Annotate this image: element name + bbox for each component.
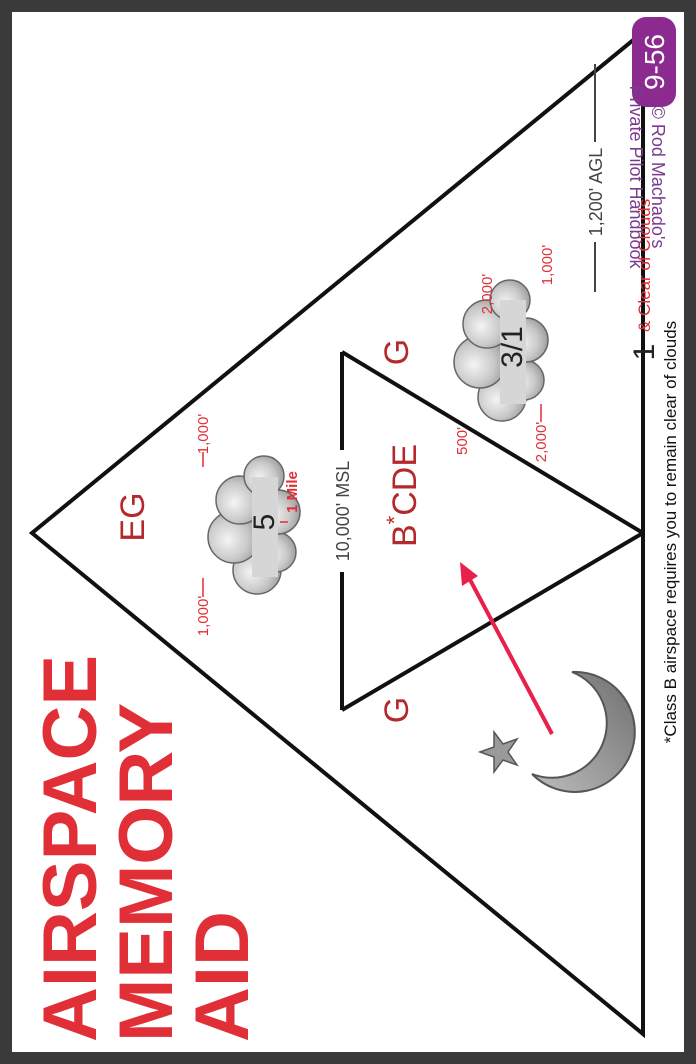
zone-label-bcde: B*CDE bbox=[382, 444, 424, 547]
arrow-icon bbox=[460, 562, 552, 734]
upper-cloud-visibility: 5 bbox=[248, 514, 281, 531]
title-line-airspace: AIRSPACE bbox=[28, 655, 113, 1042]
class-g-low-visibility: 1 bbox=[628, 344, 661, 361]
lower-cloud-vis-night: 3 bbox=[496, 351, 529, 368]
agl-label: 1,200' AGL bbox=[586, 148, 606, 237]
airspace-memory-aid-title: AIRSPACE MEMORY AID bbox=[28, 655, 265, 1042]
diagram-card: AIRSPACE MEMORY AID EG G G B*CDE 10,000'… bbox=[12, 12, 684, 1052]
zone-label-g-right: G bbox=[378, 339, 416, 365]
copyright-line: © Rod Machado's bbox=[648, 106, 668, 249]
lower-cloud-vis-day: 1 bbox=[496, 326, 529, 343]
zone-label-eg: EG bbox=[114, 492, 152, 541]
lower-cloud-above: 1,000' bbox=[539, 245, 556, 286]
zone-label-g-left: G bbox=[378, 697, 416, 723]
upper-cloud-horizontal: 1 Mile bbox=[284, 471, 301, 513]
book-title-line: Private Pilot Handbook bbox=[626, 85, 646, 269]
moon-icon bbox=[532, 672, 635, 792]
upper-cloud-above: 1,000' bbox=[195, 414, 212, 455]
lower-cloud-visibility: 3/1 bbox=[496, 326, 529, 368]
title-line-aid: AID bbox=[180, 911, 265, 1042]
lower-cloud-horizontal-left: 2,000' bbox=[533, 422, 550, 463]
agl-marker: 1,200' AGL bbox=[583, 64, 607, 292]
upper-cloud-below: 1,000' bbox=[195, 596, 212, 637]
title-line-memory: MEMORY bbox=[104, 703, 189, 1042]
star-icon bbox=[480, 732, 517, 772]
page-badge-text: 9-56 bbox=[639, 34, 670, 90]
zone-b: B bbox=[386, 524, 424, 547]
airspace-diagram: AIRSPACE MEMORY AID EG G G B*CDE 10,000'… bbox=[12, 12, 684, 1052]
zone-cde: CDE bbox=[386, 444, 424, 516]
footnote: *Class B airspace requires you to remain… bbox=[661, 321, 680, 743]
zone-asterisk: * bbox=[382, 515, 407, 524]
rotated-diagram: AIRSPACE MEMORY AID EG G G B*CDE 10,000'… bbox=[12, 12, 684, 1052]
lower-cloud-horizontal-right: 2,000' bbox=[479, 274, 496, 315]
lower-cloud-below: 500' bbox=[454, 427, 471, 455]
lower-cloud-slash: / bbox=[496, 342, 529, 351]
msl-label: 10,000' MSL bbox=[333, 461, 353, 562]
